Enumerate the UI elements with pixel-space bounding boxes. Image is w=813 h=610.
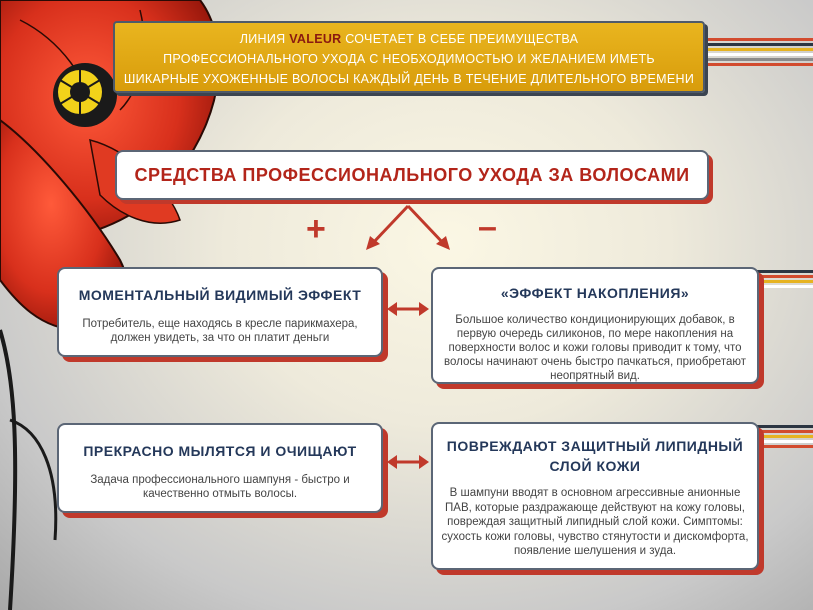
split-arrows-icon: [366, 204, 450, 250]
card-instant-effect: МОМЕНТАЛЬНЫЙ ВИДИМЫЙ ЭФФЕКТ Потребитель,…: [57, 267, 383, 357]
card-accumulation-effect: «ЭФФЕКТ НАКОПЛЕНИЯ» Большое количество к…: [431, 267, 759, 384]
banner-line-1-end: СОЧЕТАЕТ В СЕБЕ ПРЕИМУЩЕСТВА: [341, 32, 579, 46]
card-heading: МОМЕНТАЛЬНЫЙ ВИДИМЫЙ ЭФФЕКТ: [78, 287, 362, 303]
intro-banner: ЛИНИЯ VALEUR СОЧЕТАЕТ В СЕБЕ ПРЕИМУЩЕСТВ…: [113, 21, 705, 93]
banner-line-1: ЛИНИЯ VALEUR СОЧЕТАЕТ В СЕБЕ ПРЕИМУЩЕСТВ…: [115, 29, 703, 49]
card-heading: ПОВРЕЖДАЮТ ЗАЩИТНЫЙ ЛИПИДНЫЙ СЛОЙ КОЖИ: [446, 438, 744, 474]
card-text: В шампуни вводят в основном агрессивные …: [441, 487, 749, 557]
card-text: Задача профессионального шампуня - быстр…: [90, 474, 350, 500]
card-text: Потребитель, еще находясь в кресле парик…: [82, 318, 358, 344]
card-heading: ПРЕКРАСНО МЫЛЯТСЯ И ОЧИЩАЮТ: [83, 443, 357, 459]
decorative-stripes-right-1: [753, 270, 813, 318]
card-lipid-damage: ПОВРЕЖДАЮТ ЗАЩИТНЫЙ ЛИПИДНЫЙ СЛОЙ КОЖИ В…: [431, 422, 759, 570]
card-heading: «ЭФФЕКТ НАКОПЛЕНИЯ»: [500, 285, 690, 301]
decorative-stripes-top: [693, 38, 813, 86]
double-arrow-icon: [387, 302, 429, 316]
plus-sign: +: [306, 210, 326, 248]
banner-line-1-start: ЛИНИЯ: [239, 32, 290, 46]
decorative-stripes-right-2: [753, 425, 813, 473]
double-arrow-icon: [387, 455, 429, 469]
banner-line-2: ПРОФЕССИОНАЛЬНОГО УХОДА С НЕОБХОДИМОСТЬЮ…: [163, 52, 655, 66]
minus-sign: –: [478, 208, 497, 246]
brand-name: VALEUR: [289, 32, 342, 46]
main-title-box: СРЕДСТВА ПРОФЕССИОНАЛЬНОГО УХОДА ЗА ВОЛО…: [115, 150, 709, 200]
main-title: СРЕДСТВА ПРОФЕССИОНАЛЬНОГО УХОДА ЗА ВОЛО…: [134, 164, 690, 185]
banner-line-3: ШИКАРНЫЕ УХОЖЕННЫЕ ВОЛОСЫ КАЖДЫЙ ДЕНЬ В …: [123, 72, 695, 86]
card-text: Большое количество кондиционирующих доба…: [443, 314, 746, 382]
card-foam-cleanse: ПРЕКРАСНО МЫЛЯТСЯ И ОЧИЩАЮТ Задача профе…: [57, 423, 383, 513]
